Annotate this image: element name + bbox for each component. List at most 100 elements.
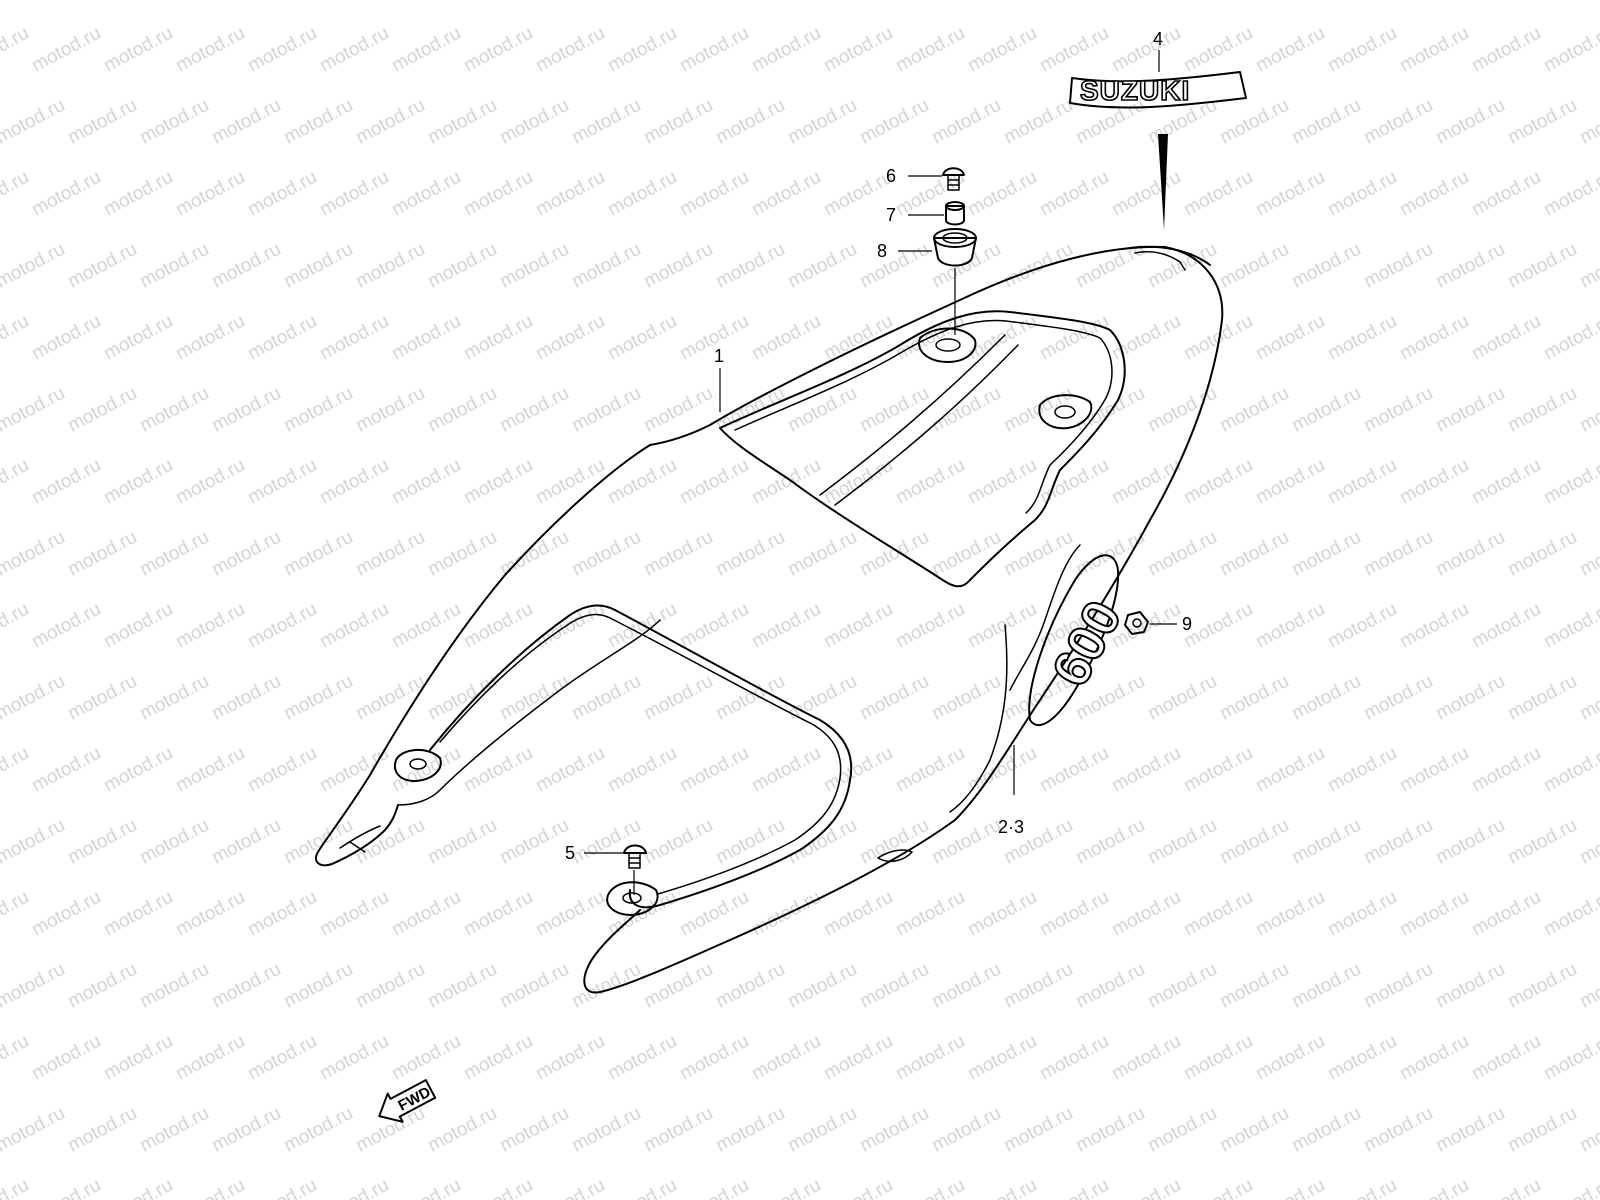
watermark-text: motod.ru	[1072, 815, 1148, 869]
watermark-text: motod.ru	[712, 959, 788, 1013]
watermark-text: motod.ru	[136, 1103, 212, 1157]
watermark-text: motod.ru	[748, 167, 824, 221]
watermark-text: motod.ru	[1324, 743, 1400, 797]
watermark-text: motod.ru	[0, 1031, 33, 1085]
grommet-8	[933, 228, 977, 267]
watermark-text: motod.ru	[1180, 1175, 1256, 1200]
watermark-text: motod.ru	[280, 239, 356, 293]
collar-7	[945, 201, 965, 226]
watermark-text: motod.ru	[244, 311, 320, 365]
watermark-text: motod.ru	[352, 959, 428, 1013]
watermark-text: motod.ru	[460, 743, 536, 797]
watermark-text: motod.ru	[0, 599, 33, 653]
watermark-text: motod.ru	[964, 1175, 1040, 1200]
watermark-text: motod.ru	[1036, 311, 1112, 365]
watermark-text: motod.ru	[1432, 95, 1508, 149]
watermark-text: motod.ru	[892, 1031, 968, 1085]
watermark-text: motod.ru	[1576, 527, 1600, 581]
watermark-text: motod.ru	[316, 1031, 392, 1085]
watermark-text: motod.ru	[964, 455, 1040, 509]
watermark-text: motod.ru	[28, 743, 104, 797]
watermark-text: motod.ru	[1108, 1031, 1184, 1085]
watermark-text: motod.ru	[1072, 0, 1148, 4]
watermark-text: motod.ru	[820, 599, 896, 653]
watermark-text: motod.ru	[856, 959, 932, 1013]
watermark-text: motod.ru	[532, 1175, 608, 1200]
watermark-text: motod.ru	[100, 887, 176, 941]
watermark-text: motod.ru	[28, 23, 104, 77]
watermark-text: motod.ru	[352, 95, 428, 149]
watermark-text: motod.ru	[100, 167, 176, 221]
watermark-text: motod.ru	[532, 167, 608, 221]
watermark-text: motod.ru	[712, 95, 788, 149]
watermark-text: motod.ru	[1468, 23, 1544, 77]
watermark-text: motod.ru	[1180, 887, 1256, 941]
callout-6: 6	[886, 166, 896, 186]
watermark-text: motod.ru	[892, 743, 968, 797]
watermark-text: motod.ru	[1504, 0, 1580, 4]
watermark-text: motod.ru	[1468, 1175, 1544, 1200]
watermark-text: motod.ru	[1360, 383, 1436, 437]
watermark-text: motod.ru	[1252, 23, 1328, 77]
watermark-text: motod.ru	[388, 887, 464, 941]
watermark-text: motod.ru	[1540, 599, 1600, 653]
watermark-text: motod.ru	[244, 743, 320, 797]
watermark-text: motod.ru	[1288, 671, 1364, 725]
watermark-text: motod.ru	[172, 887, 248, 941]
watermark-text: motod.ru	[1000, 95, 1076, 149]
watermark-text: motod.ru	[1252, 455, 1328, 509]
watermark-text: motod.ru	[964, 887, 1040, 941]
watermark-text: motod.ru	[640, 671, 716, 725]
watermark-text: motod.ru	[1576, 815, 1600, 869]
callouts: 1 2·3 4 5 6 7 8 9	[565, 29, 1192, 863]
watermark-text: motod.ru	[568, 671, 644, 725]
watermark-text: motod.ru	[136, 95, 212, 149]
watermark-text: motod.ru	[460, 1175, 536, 1200]
watermark-text: motod.ru	[496, 383, 572, 437]
watermark-text: motod.ru	[1432, 959, 1508, 1013]
watermark-text: motod.ru	[280, 383, 356, 437]
watermark-text: motod.ru	[1432, 383, 1508, 437]
watermark-text: motod.ru	[136, 815, 212, 869]
watermark-text: motod.ru	[280, 959, 356, 1013]
watermark-text: motod.ru	[1252, 167, 1328, 221]
watermark-text: motod.ru	[0, 455, 33, 509]
watermark-text: motod.ru	[1180, 743, 1256, 797]
watermark-text: motod.ru	[100, 23, 176, 77]
watermark-text: motod.ru	[64, 1103, 140, 1157]
watermark-text: motod.ru	[1396, 743, 1472, 797]
watermark-text: motod.ru	[1252, 599, 1328, 653]
watermark-text: motod.ru	[1072, 1103, 1148, 1157]
watermark-text: motod.ru	[1540, 743, 1600, 797]
watermark-text: motod.ru	[1216, 239, 1292, 293]
watermark-text: motod.ru	[0, 815, 69, 869]
watermark-text: motod.ru	[388, 167, 464, 221]
watermark-text: motod.ru	[748, 311, 824, 365]
watermark-text: motod.ru	[1108, 887, 1184, 941]
watermark-text: motod.ru	[316, 23, 392, 77]
watermark-text: motod.ru	[1504, 671, 1580, 725]
watermark-text: motod.ru	[1396, 599, 1472, 653]
screw-6	[942, 167, 965, 191]
watermark-text: motod.ru	[928, 0, 1004, 4]
watermark-text: motod.ru	[568, 959, 644, 1013]
watermark-text: motod.ru	[532, 455, 608, 509]
watermark-text: motod.ru	[64, 959, 140, 1013]
watermark-text: motod.ru	[1396, 167, 1472, 221]
watermark-text: motod.ru	[1540, 887, 1600, 941]
watermark-text: motod.ru	[1216, 1103, 1292, 1157]
watermark-text: motod.ru	[1036, 167, 1112, 221]
watermark-text: motod.ru	[136, 0, 212, 4]
watermark-text: motod.ru	[1360, 0, 1436, 4]
watermark-text: motod.ru	[172, 1175, 248, 1200]
watermark-text: motod.ru	[0, 1103, 69, 1157]
screw-5	[623, 844, 647, 869]
watermark-text: motod.ru	[892, 23, 968, 77]
watermark-text: motod.ru	[0, 527, 69, 581]
watermark-text: motod.ru	[784, 815, 860, 869]
watermark-text: motod.ru	[1432, 815, 1508, 869]
watermark-text: motod.ru	[136, 671, 212, 725]
watermark-text: motod.ru	[640, 815, 716, 869]
watermark-text: motod.ru	[352, 527, 428, 581]
